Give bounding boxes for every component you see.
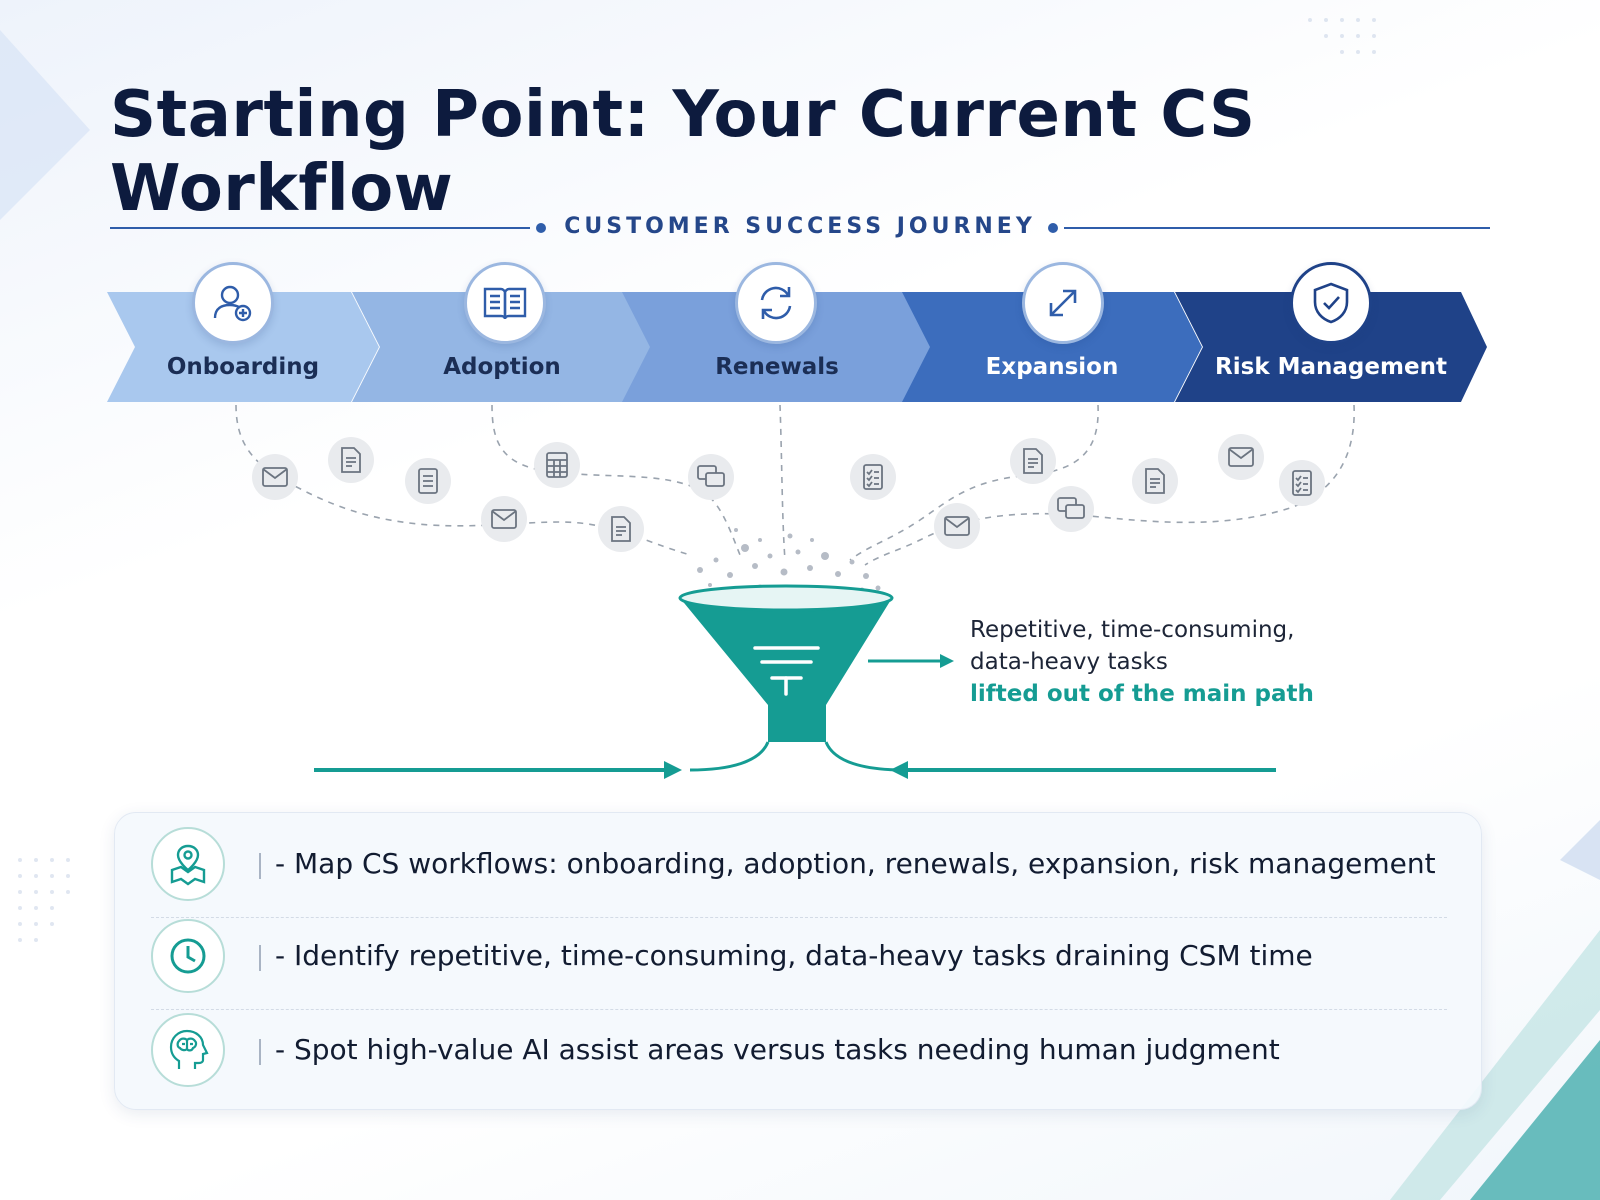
journey-label: CUSTOMER SUCCESS JOURNEY bbox=[564, 214, 1036, 239]
stage-adoption: Adoption bbox=[352, 292, 652, 402]
risk-management-badge bbox=[1290, 262, 1372, 344]
stage-chevron bbox=[902, 292, 1202, 402]
email-icon bbox=[1218, 434, 1264, 480]
stage-chevron bbox=[622, 292, 932, 402]
user-add-icon bbox=[213, 285, 252, 322]
callout-line-1: Repetitive, time-consuming, bbox=[970, 617, 1295, 643]
chat-icon bbox=[1048, 486, 1094, 532]
checklist-icon bbox=[1279, 460, 1325, 506]
stage-label: Adoption bbox=[443, 354, 561, 380]
brain-head-icon bbox=[151, 1013, 225, 1087]
spreadsheet-icon bbox=[534, 442, 580, 488]
document-icon bbox=[328, 437, 374, 483]
stage-risk-management: Risk Management bbox=[1175, 292, 1487, 402]
bullet-separator bbox=[151, 917, 1447, 918]
checklist-icon bbox=[850, 454, 896, 500]
bullet-text: - Map CS workflows: onboarding, adoption… bbox=[275, 847, 1436, 880]
funnel-callout: Repetitive, time-consuming, data-heavy t… bbox=[970, 614, 1390, 710]
shield-check-icon bbox=[1313, 282, 1349, 324]
onboarding-badge bbox=[192, 262, 274, 344]
stage-chevron-shape bbox=[1175, 292, 1487, 402]
journey-line-right bbox=[1064, 227, 1490, 229]
stage-label: Onboarding bbox=[166, 354, 320, 380]
journey-line-left bbox=[110, 227, 530, 229]
adoption-badge bbox=[464, 262, 546, 344]
expansion-badge bbox=[1022, 262, 1104, 344]
document-icon bbox=[598, 506, 644, 552]
stage-chevron bbox=[1175, 292, 1487, 402]
checklist-icon bbox=[405, 458, 451, 504]
expand-arrows-icon bbox=[1049, 289, 1077, 317]
bullet-divider bbox=[259, 1039, 261, 1065]
chat-icon bbox=[688, 454, 734, 500]
email-icon bbox=[252, 454, 298, 500]
journey-header: CUSTOMER SUCCESS JOURNEY bbox=[110, 208, 1490, 248]
stage-label: Risk Management bbox=[1215, 354, 1447, 380]
open-book-icon bbox=[483, 287, 527, 320]
stage-chevron bbox=[107, 292, 379, 402]
stage-chevron-shape bbox=[107, 292, 379, 402]
bullet-item: - Identify repetitive, time-consuming, d… bbox=[151, 917, 1451, 997]
bullet-divider bbox=[259, 853, 261, 879]
bullet-item: - Map CS workflows: onboarding, adoption… bbox=[151, 825, 1451, 905]
stage-chevron bbox=[352, 292, 652, 402]
stage-onboarding: Onboarding bbox=[107, 292, 379, 402]
journey-dot-right bbox=[1048, 223, 1058, 233]
bullet-text: - Identify repetitive, time-consuming, d… bbox=[275, 939, 1313, 972]
stage-label: Expansion bbox=[985, 354, 1119, 380]
summary-panel: - Map CS workflows: onboarding, adoption… bbox=[114, 812, 1482, 1110]
stage-chevron-shape bbox=[622, 292, 932, 402]
stage-chevron-shape bbox=[902, 292, 1202, 402]
bullet-text: - Spot high-value AI assist areas versus… bbox=[275, 1033, 1280, 1066]
clock-icon bbox=[151, 919, 225, 993]
callout-line-2: data-heavy tasks bbox=[970, 649, 1168, 675]
document-icon bbox=[1010, 438, 1056, 484]
bullet-separator bbox=[151, 1009, 1447, 1010]
journey-dot-left bbox=[536, 223, 546, 233]
email-icon bbox=[934, 503, 980, 549]
refresh-icon bbox=[760, 286, 792, 320]
stage-chevron-shape bbox=[352, 292, 652, 402]
document-icon bbox=[1132, 458, 1178, 504]
email-icon bbox=[481, 496, 527, 542]
bullet-item: - Spot high-value AI assist areas versus… bbox=[151, 1011, 1451, 1091]
stage-renewals: Renewals bbox=[622, 292, 932, 402]
stage-label: Renewals bbox=[715, 354, 839, 380]
page-title: Starting Point: Your Current CS Workflow bbox=[110, 78, 1256, 226]
map-pin-icon bbox=[151, 827, 225, 901]
callout-highlight: lifted out of the main path bbox=[970, 681, 1314, 707]
renewals-badge bbox=[735, 262, 817, 344]
stage-expansion: Expansion bbox=[902, 292, 1202, 402]
bullet-divider bbox=[259, 945, 261, 971]
